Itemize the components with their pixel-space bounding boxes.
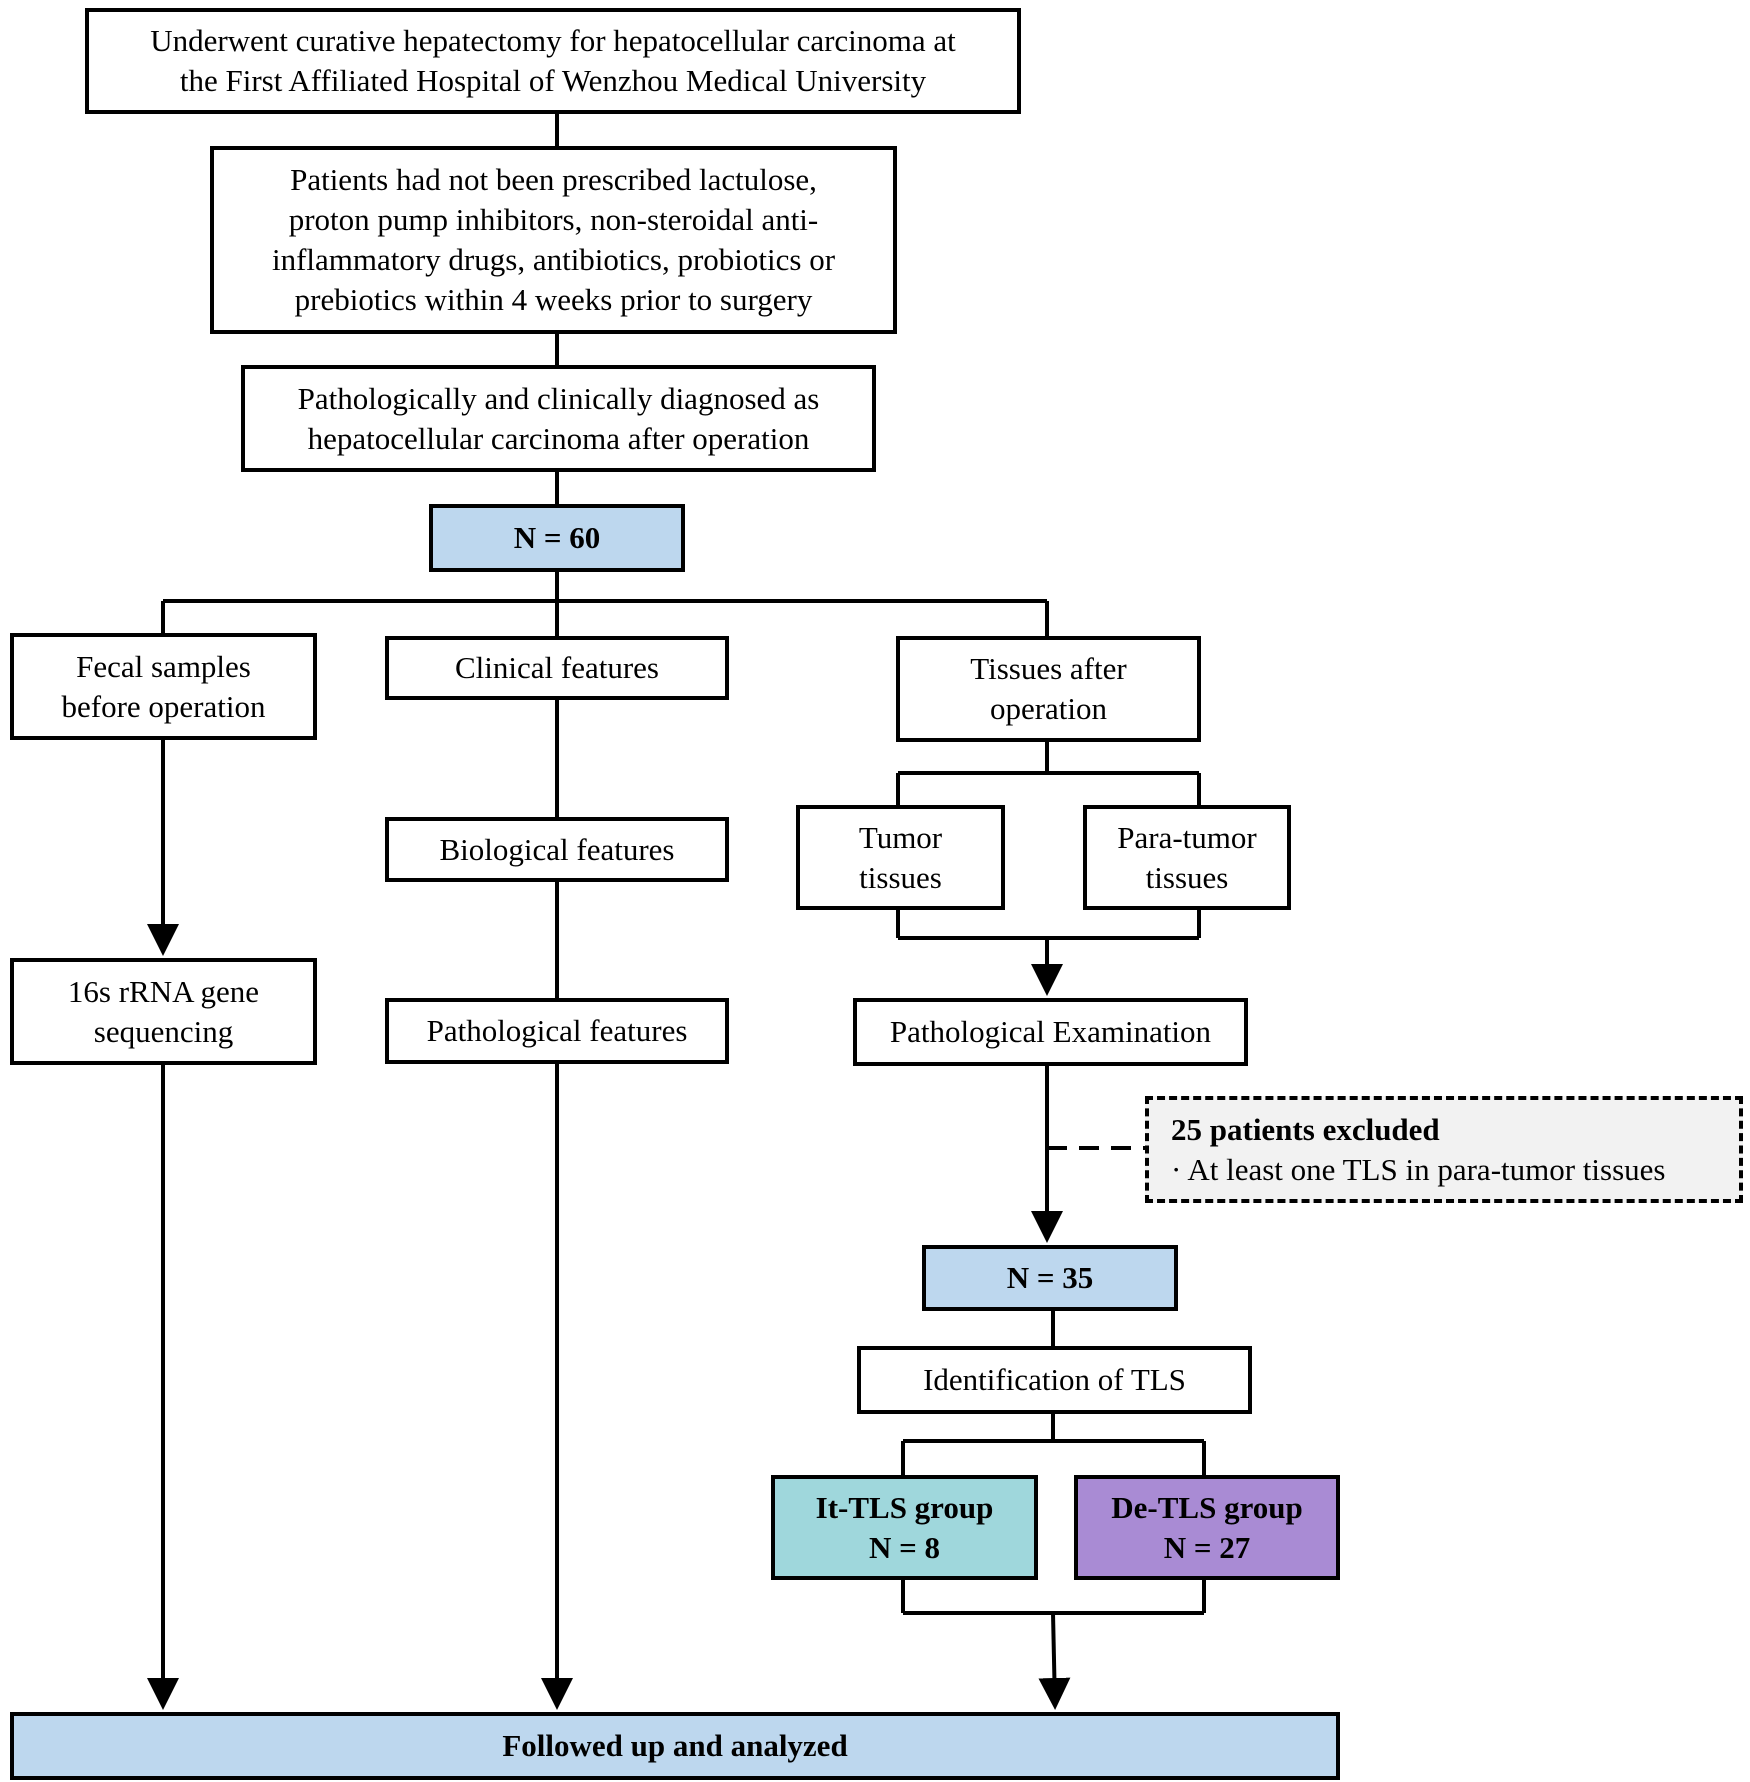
- node-identification-tls: Identification of TLS: [857, 1346, 1252, 1414]
- node-paratumor-line1: Para-tumor: [1117, 819, 1257, 855]
- node-criteria-line4: prebiotics within 4 weeks prior to surge…: [294, 282, 813, 317]
- node-hepatectomy-line1: Underwent curative hepatectomy for hepat…: [150, 23, 956, 58]
- node-paratumor-tissues: Para-tumor tissues: [1083, 805, 1291, 910]
- node-excluded-title: 25 patients excluded: [1171, 1111, 1440, 1147]
- node-excluded-patients: 25 patients excluded · At least one TLS …: [1145, 1096, 1743, 1203]
- node-diagnosed: Pathologically and clinically diagnosed …: [241, 365, 876, 472]
- node-paratumor-line2: tissues: [1145, 859, 1229, 895]
- node-diagnosed-line1: Pathologically and clinically diagnosed …: [297, 380, 820, 416]
- node-it-tls-line1: It-TLS group: [815, 1489, 994, 1525]
- node-it-tls-group: It-TLS group N = 8: [771, 1475, 1038, 1580]
- node-de-tls-line2: N = 27: [1163, 1529, 1251, 1565]
- node-criteria-line2: proton pump inhibitors, non-steroidal an…: [288, 202, 819, 237]
- node-n60-label: N = 60: [513, 520, 601, 555]
- node-16s-sequencing: 16s rRNA gene sequencing: [10, 958, 317, 1065]
- node-biological-label: Biological features: [439, 831, 675, 867]
- node-fecal-line1: Fecal samples: [76, 648, 251, 684]
- node-n35-label: N = 35: [1006, 1260, 1094, 1295]
- node-tumor-line2: tissues: [859, 859, 942, 895]
- node-exclusion-criteria: Patients had not been prescribed lactulo…: [210, 146, 897, 334]
- node-diagnosed-line2: hepatocellular carcinoma after operation: [307, 420, 810, 456]
- node-hepatectomy: Underwent curative hepatectomy for hepat…: [85, 8, 1021, 114]
- node-tumor-tissues: Tumor tissues: [796, 805, 1005, 910]
- node-followed-label: Followed up and analyzed: [502, 1728, 848, 1763]
- node-sequencing-line1: 16s rRNA gene: [67, 973, 260, 1009]
- node-clinical-label: Clinical features: [455, 650, 659, 685]
- node-n35: N = 35: [922, 1245, 1178, 1311]
- node-n60: N = 60: [429, 504, 685, 572]
- node-criteria-line3: inflammatory drugs, antibiotics, probiot…: [271, 242, 836, 277]
- node-fecal-line2: before operation: [61, 688, 266, 724]
- node-clinical-features: Clinical features: [385, 636, 729, 700]
- node-tissues-after-line2: operation: [989, 691, 1108, 726]
- node-biological-features: Biological features: [385, 817, 729, 882]
- node-pathological-exam-label: Pathological Examination: [889, 1014, 1212, 1049]
- node-identification-label: Identification of TLS: [923, 1362, 1186, 1397]
- node-excluded-reason: · At least one TLS in para-tumor tissues: [1171, 1151, 1666, 1187]
- node-fecal-samples: Fecal samples before operation: [10, 633, 317, 740]
- arrow-groups-followed: [1038, 1612, 1071, 1710]
- node-tissues-after-operation: Tissues after operation: [896, 636, 1201, 742]
- node-de-tls-group: De-TLS group N = 27: [1074, 1475, 1340, 1580]
- node-followed-up: Followed up and analyzed: [10, 1712, 1340, 1780]
- node-it-tls-line2: N = 8: [868, 1529, 941, 1565]
- node-criteria-line1: Patients had not been prescribed lactulo…: [290, 162, 817, 197]
- node-tissues-after-line1: Tissues after: [970, 651, 1127, 686]
- node-de-tls-line1: De-TLS group: [1111, 1489, 1303, 1525]
- node-hepatectomy-line2: the First Affiliated Hospital of Wenzhou…: [179, 63, 927, 98]
- node-pathological-features: Pathological features: [385, 998, 729, 1064]
- node-tumor-line1: Tumor: [858, 819, 943, 855]
- node-sequencing-line2: sequencing: [93, 1013, 234, 1049]
- node-pathological-features-label: Pathological features: [426, 1013, 688, 1048]
- node-pathological-examination: Pathological Examination: [853, 998, 1248, 1066]
